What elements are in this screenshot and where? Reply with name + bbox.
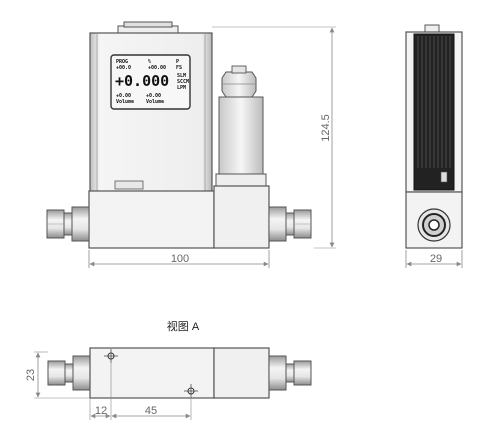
side-heatsink-fins bbox=[417, 36, 451, 168]
mounting-hole-bottom bbox=[184, 384, 198, 398]
view-a-height-dimension-label: 23 bbox=[25, 369, 37, 381]
valve-nut bbox=[221, 71, 257, 98]
side-view: 29 bbox=[405, 24, 463, 268]
lcd-top-mid-1: % bbox=[148, 59, 151, 65]
view-a-valve-block bbox=[213, 347, 270, 399]
lcd-side-3: LPM bbox=[177, 85, 186, 91]
lcd-bottom-left-1: +0.00 bbox=[116, 93, 131, 99]
side-port-hole bbox=[428, 219, 440, 231]
left-fitting bbox=[46, 206, 90, 242]
lcd-bottom-mid-1: +0.00 bbox=[146, 93, 161, 99]
view-a: 视图 A 23 bbox=[25, 319, 312, 420]
label-plate bbox=[114, 180, 144, 190]
lcd-top-mid-2: +00.00 bbox=[148, 65, 166, 71]
view-a-left-fitting bbox=[47, 355, 91, 391]
top-connector-cap bbox=[123, 21, 173, 28]
view-a-caption: 视图 A bbox=[167, 319, 200, 333]
side-width-dimension-label: 29 bbox=[430, 253, 442, 265]
valve-block bbox=[213, 185, 270, 249]
width-dimension-label: 100 bbox=[171, 253, 189, 265]
valve-top-screw bbox=[231, 65, 247, 74]
lcd-top-right-1: P bbox=[176, 59, 179, 65]
lcd-top-left-2: +00.0 bbox=[116, 65, 131, 71]
lcd-bottom-mid-2: Volume bbox=[146, 99, 164, 105]
view-a-spacing-dimension-label: 45 bbox=[145, 405, 157, 417]
right-fitting bbox=[268, 206, 312, 242]
lcd-top-right-2: FS bbox=[176, 65, 182, 71]
view-a-offset-dimension-label: 12 bbox=[95, 405, 107, 417]
lcd-top-left-1: PROG bbox=[116, 59, 128, 65]
view-a-right-fitting bbox=[268, 355, 312, 391]
valve-base bbox=[215, 173, 267, 187]
lcd-display bbox=[110, 54, 191, 110]
lcd-bottom-left-2: Volume bbox=[116, 99, 134, 105]
valve-cylinder bbox=[218, 96, 264, 176]
base-block bbox=[88, 190, 215, 249]
lcd-side-1: SLM bbox=[177, 73, 186, 79]
mounting-hole-top bbox=[104, 349, 118, 363]
height-dimension-label: 124.5 bbox=[320, 114, 332, 142]
lcd-main-value: +0.000 bbox=[115, 72, 169, 90]
front-view: PROG +00.0 % +00.00 P FS +0.000 SLM SCCM… bbox=[46, 21, 336, 268]
lcd-side-2: SCCM bbox=[177, 79, 189, 85]
